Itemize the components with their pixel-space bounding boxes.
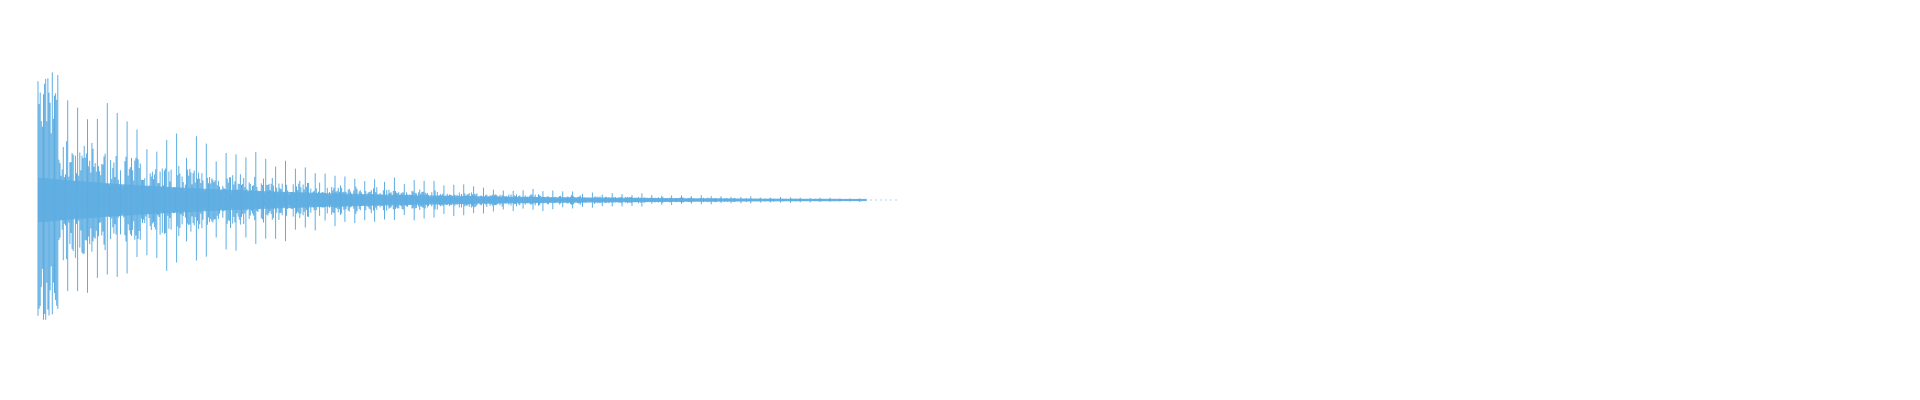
waveform-core-band bbox=[38, 177, 866, 223]
waveform-peaks bbox=[37, 72, 867, 320]
